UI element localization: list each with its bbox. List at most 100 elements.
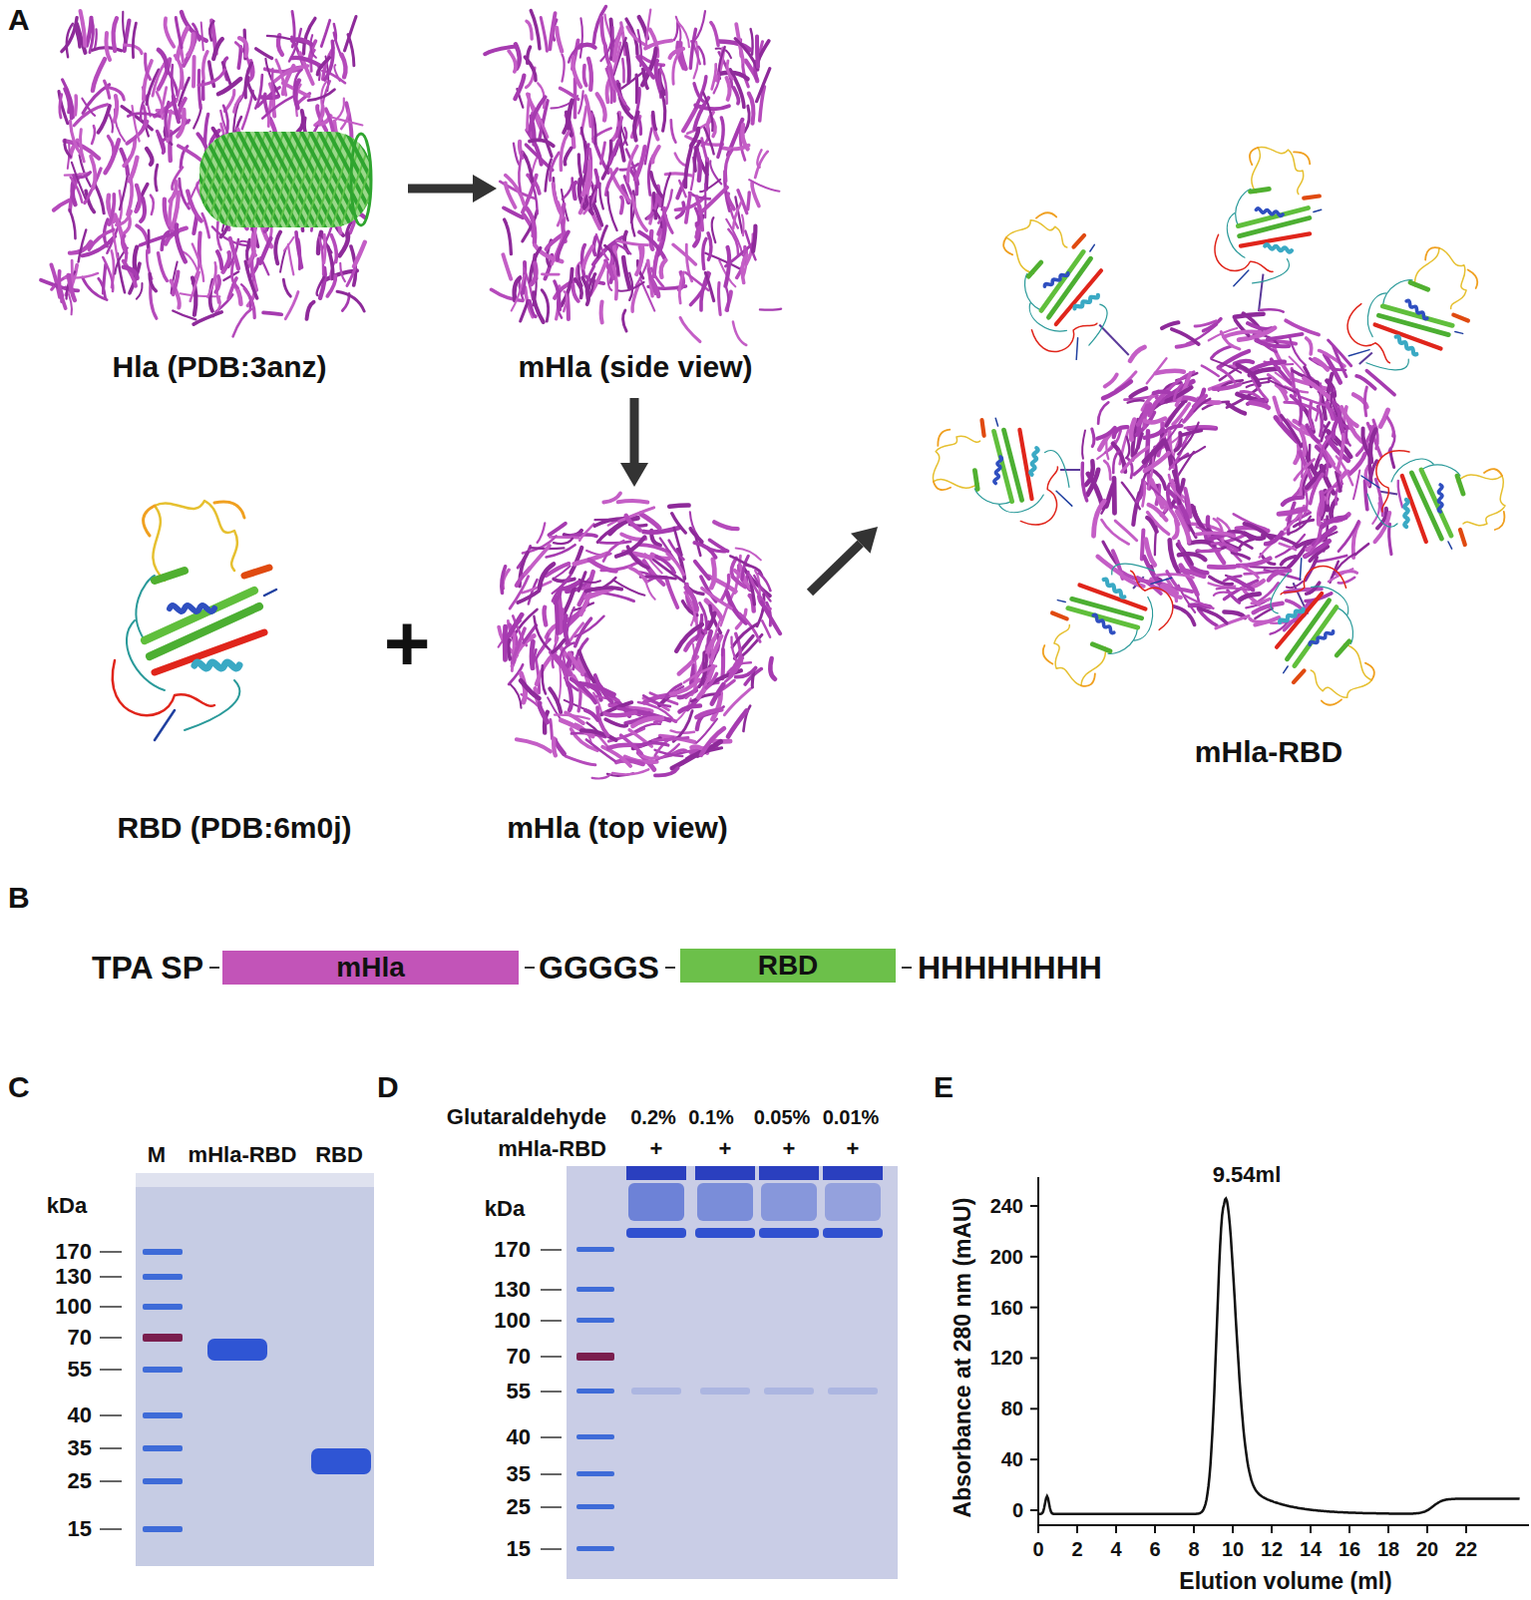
ribbon: [1453, 311, 1469, 325]
protein-strand: [616, 240, 648, 245]
protein-strand: [58, 271, 66, 309]
protein-strand: [1366, 371, 1395, 395]
protein-strand: [680, 706, 701, 713]
protein-strand: [59, 94, 62, 118]
protein-strand: [292, 38, 312, 44]
protein-strand: [677, 20, 690, 47]
ribbon: [169, 605, 215, 612]
protein-strand: [623, 257, 630, 289]
protein-strand: [725, 247, 730, 287]
protein-strand: [610, 67, 626, 104]
protein-strand: [80, 10, 86, 46]
y-tick: [1030, 1458, 1039, 1461]
protein-strand: [573, 182, 576, 199]
protein-strand: [223, 252, 231, 273]
marker-size: 25: [67, 1470, 92, 1493]
protein-strand: [215, 276, 220, 293]
protein-strand: [122, 11, 126, 45]
protein-strand: [176, 70, 181, 102]
protein-strand: [674, 22, 678, 40]
ladder-band: [142, 1526, 183, 1532]
marker-size: 40: [506, 1426, 531, 1449]
protein-strand: [1237, 558, 1270, 566]
protein-strand: [1114, 426, 1129, 437]
protein-strand: [726, 287, 729, 312]
panel-letter: B: [7, 882, 30, 913]
protein-strand: [701, 728, 725, 756]
protein-strand: [1155, 371, 1184, 374]
protein-strand: [1294, 459, 1315, 481]
protein-strand: [600, 142, 605, 164]
rbd-structure: [982, 198, 1140, 373]
protein-strand: [549, 688, 561, 713]
protein-strand: [562, 178, 573, 200]
stem-strand: [348, 131, 372, 228]
panel-letter: C: [7, 1072, 30, 1103]
ribbon: [1250, 185, 1270, 195]
protein-strand: [1220, 332, 1240, 350]
protein-strand: [1194, 321, 1216, 327]
lane-label: M: [147, 1144, 166, 1166]
linker-line: [1060, 468, 1081, 471]
protein-strand: [511, 275, 525, 312]
panel-letter: A: [7, 4, 30, 35]
ribbon: [1069, 549, 1181, 665]
protein-strand: [520, 680, 539, 699]
protein-strand: [733, 322, 747, 347]
protein-strand: [102, 257, 113, 292]
marker-tick: [540, 1506, 562, 1509]
protein-strand: [755, 36, 761, 68]
linker-dash: [901, 966, 912, 969]
protein-strand: [1169, 539, 1179, 572]
protein-strand: [501, 566, 506, 594]
protein-strand: [595, 170, 599, 188]
protein-strand: [742, 124, 748, 149]
protein-strand: [68, 275, 75, 301]
stem-strand: [344, 131, 372, 228]
protein-strand: [123, 267, 138, 279]
protein-strand: [1306, 338, 1312, 355]
protein-strand: [502, 626, 508, 660]
protein-strand: [70, 177, 83, 203]
protein-strand: [572, 56, 581, 87]
protein-strand: [328, 246, 334, 279]
x-tick: [1192, 1525, 1195, 1533]
rbd-structure: [112, 500, 277, 741]
ribbon: [1367, 458, 1461, 527]
ribbon: [1237, 558, 1347, 674]
protein-strand: [1082, 429, 1086, 458]
smear: [697, 1182, 754, 1221]
protein-strand: [247, 77, 256, 100]
y-tick: [1030, 1356, 1039, 1359]
oligomer-band: [759, 1227, 819, 1238]
protein-strand: [295, 80, 300, 109]
ribbon: [1460, 529, 1466, 545]
tick-label: 0: [1032, 1538, 1044, 1559]
protein-strand: [1355, 543, 1369, 555]
protein-strand: [1197, 608, 1226, 624]
tick-label: 10: [1221, 1538, 1244, 1559]
ribbon: [1071, 235, 1087, 248]
marker-size: 170: [493, 1238, 531, 1261]
protein-strand: [205, 113, 209, 145]
protein-strand: [695, 208, 700, 226]
marker-tick: [99, 1250, 122, 1253]
protein-strand: [1287, 502, 1294, 534]
protein-strand: [601, 16, 606, 46]
protein-strand: [1177, 422, 1199, 455]
linker-dash: [524, 966, 535, 969]
protein-strand: [86, 17, 92, 46]
protein-strand: [595, 675, 613, 703]
protein-strand: [590, 185, 598, 210]
tick-label: 16: [1338, 1538, 1361, 1559]
protein-strand: [613, 579, 646, 595]
ladder-band: [576, 1352, 615, 1361]
protein-strand: [592, 773, 611, 778]
protein-strand: [1143, 481, 1146, 506]
protein-strand: [527, 93, 530, 130]
protein-strand: [762, 620, 770, 637]
protein-strand: [544, 607, 547, 626]
protein-strand: [769, 658, 775, 680]
ribbon: [1030, 300, 1101, 360]
protein-strand: [503, 207, 523, 218]
